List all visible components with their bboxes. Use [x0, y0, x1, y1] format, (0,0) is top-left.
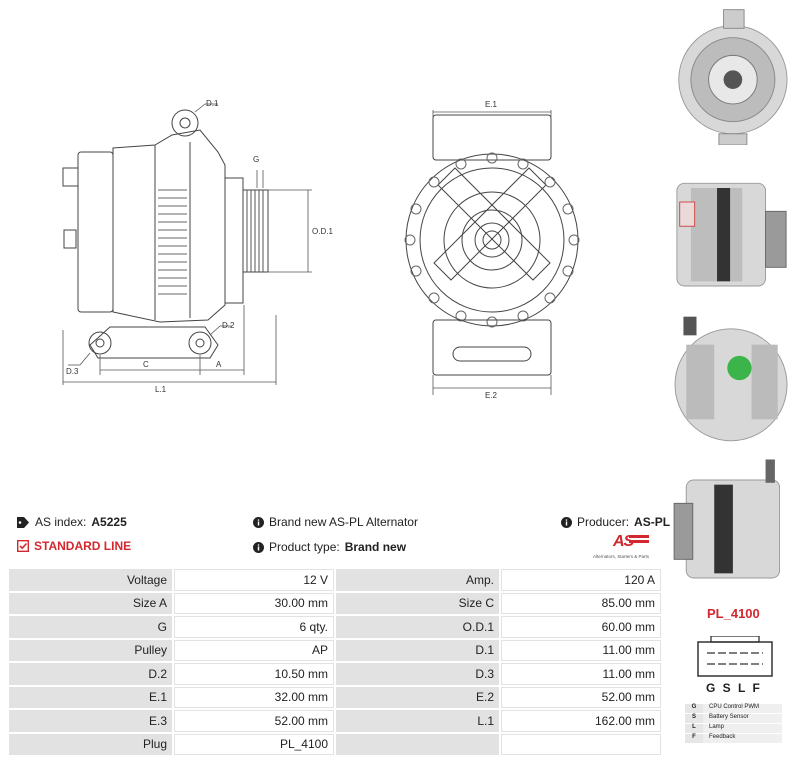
- spec-value: 6 qty.: [174, 616, 334, 638]
- spec-value: [501, 733, 661, 755]
- spec-value: 11.00 mm: [501, 639, 661, 661]
- spec-label: Size A: [9, 592, 172, 614]
- spec-label: O.D.1: [336, 616, 499, 638]
- plug-legend-desc: CPU Control PWM: [703, 704, 782, 713]
- plug-legend-desc: Feedback: [703, 734, 782, 743]
- spec-label: E.3: [9, 710, 172, 732]
- plug-legend-desc: Battery Sensor: [703, 714, 782, 723]
- info-icon: [253, 541, 264, 553]
- label-a: A: [216, 360, 222, 369]
- spec-value: 10.50 mm: [174, 663, 334, 685]
- plug-legend-key: G: [685, 704, 703, 713]
- plug-name: PL_4100: [707, 606, 760, 621]
- plug-legend-key: L: [685, 724, 703, 733]
- label-l1: L.1: [155, 385, 167, 394]
- spec-value: PL_4100: [174, 733, 334, 755]
- product-type: Product type: Brand new: [253, 540, 406, 554]
- front-view-drawing: E.1 E.2: [404, 100, 580, 400]
- spec-value: 120 A: [501, 569, 661, 591]
- producer-label: Producer:: [577, 515, 630, 529]
- logo-tagline: Alternators, Starters & Parts: [593, 554, 650, 559]
- spec-label: Voltage: [9, 569, 172, 591]
- tag-icon: [17, 516, 29, 528]
- plug-legend-key: F: [685, 734, 703, 743]
- spec-value: 32.00 mm: [174, 686, 334, 708]
- spec-label: G: [9, 616, 172, 638]
- description: Brand new AS-PL Alternator: [253, 515, 418, 529]
- spec-label: L.1: [336, 710, 499, 732]
- side-view-drawing: D.1 G O.D.1 D.2 D.3 C A L.1: [62, 99, 333, 394]
- spec-label: E.1: [9, 686, 172, 708]
- producer: Producer: AS-PL: [561, 515, 670, 529]
- as-index: AS index: A5225: [17, 515, 127, 529]
- spec-value: AP: [174, 639, 334, 661]
- spec-label: Size C: [336, 592, 499, 614]
- spec-label: D.1: [336, 639, 499, 661]
- spec-value: 30.00 mm: [174, 592, 334, 614]
- spec-value: 52.00 mm: [174, 710, 334, 732]
- spec-label: Pulley: [9, 639, 172, 661]
- product-photo-angle: [673, 459, 781, 579]
- product-type-label: Product type:: [269, 540, 340, 554]
- product-type-value: Brand new: [344, 540, 407, 554]
- standard-line: STANDARD LINE: [17, 539, 131, 553]
- label-e2: E.2: [485, 391, 498, 400]
- label-d3: D.3: [66, 367, 79, 376]
- spec-value: 12 V: [174, 569, 334, 591]
- product-photo-side: [676, 182, 787, 287]
- spec-label: Amp.: [336, 569, 499, 591]
- spec-label: E.2: [336, 686, 499, 708]
- product-photo-front: [678, 9, 788, 145]
- as-pl-logo: AS Alternators, Starters & Parts: [593, 533, 653, 563]
- spec-value: 52.00 mm: [501, 686, 661, 708]
- spec-label: D.3: [336, 663, 499, 685]
- spec-label: D.2: [9, 663, 172, 685]
- spec-label: Plug: [9, 733, 172, 755]
- label-g: G: [253, 155, 259, 164]
- plug-legend-key: S: [685, 714, 703, 723]
- info-icon: [253, 516, 264, 528]
- description-text: Brand new AS-PL Alternator: [269, 515, 418, 529]
- spec-label: [336, 733, 499, 755]
- spec-value: 60.00 mm: [501, 616, 661, 638]
- check-square-icon: [17, 540, 29, 552]
- spec-value: 11.00 mm: [501, 663, 661, 685]
- label-e1: E.1: [485, 100, 498, 109]
- label-d2: D.2: [222, 321, 235, 330]
- logo-text: AS: [613, 533, 634, 550]
- spec-value: 85.00 mm: [501, 592, 661, 614]
- standard-line-label: STANDARD LINE: [34, 539, 132, 553]
- plug-connector-icon: [697, 636, 773, 677]
- spec-value: 162.00 mm: [501, 710, 661, 732]
- label-c: C: [143, 360, 149, 369]
- label-od1: O.D.1: [312, 227, 333, 236]
- plug-legend-desc: Lamp: [703, 724, 782, 733]
- info-icon: [561, 516, 572, 528]
- producer-value: AS-PL: [634, 515, 671, 529]
- as-index-label: AS index:: [35, 515, 87, 529]
- plug-pins: G S L F: [706, 681, 762, 695]
- as-index-value: A5225: [91, 515, 127, 529]
- product-photo-rear: [674, 316, 788, 442]
- label-d1: D.1: [206, 99, 219, 108]
